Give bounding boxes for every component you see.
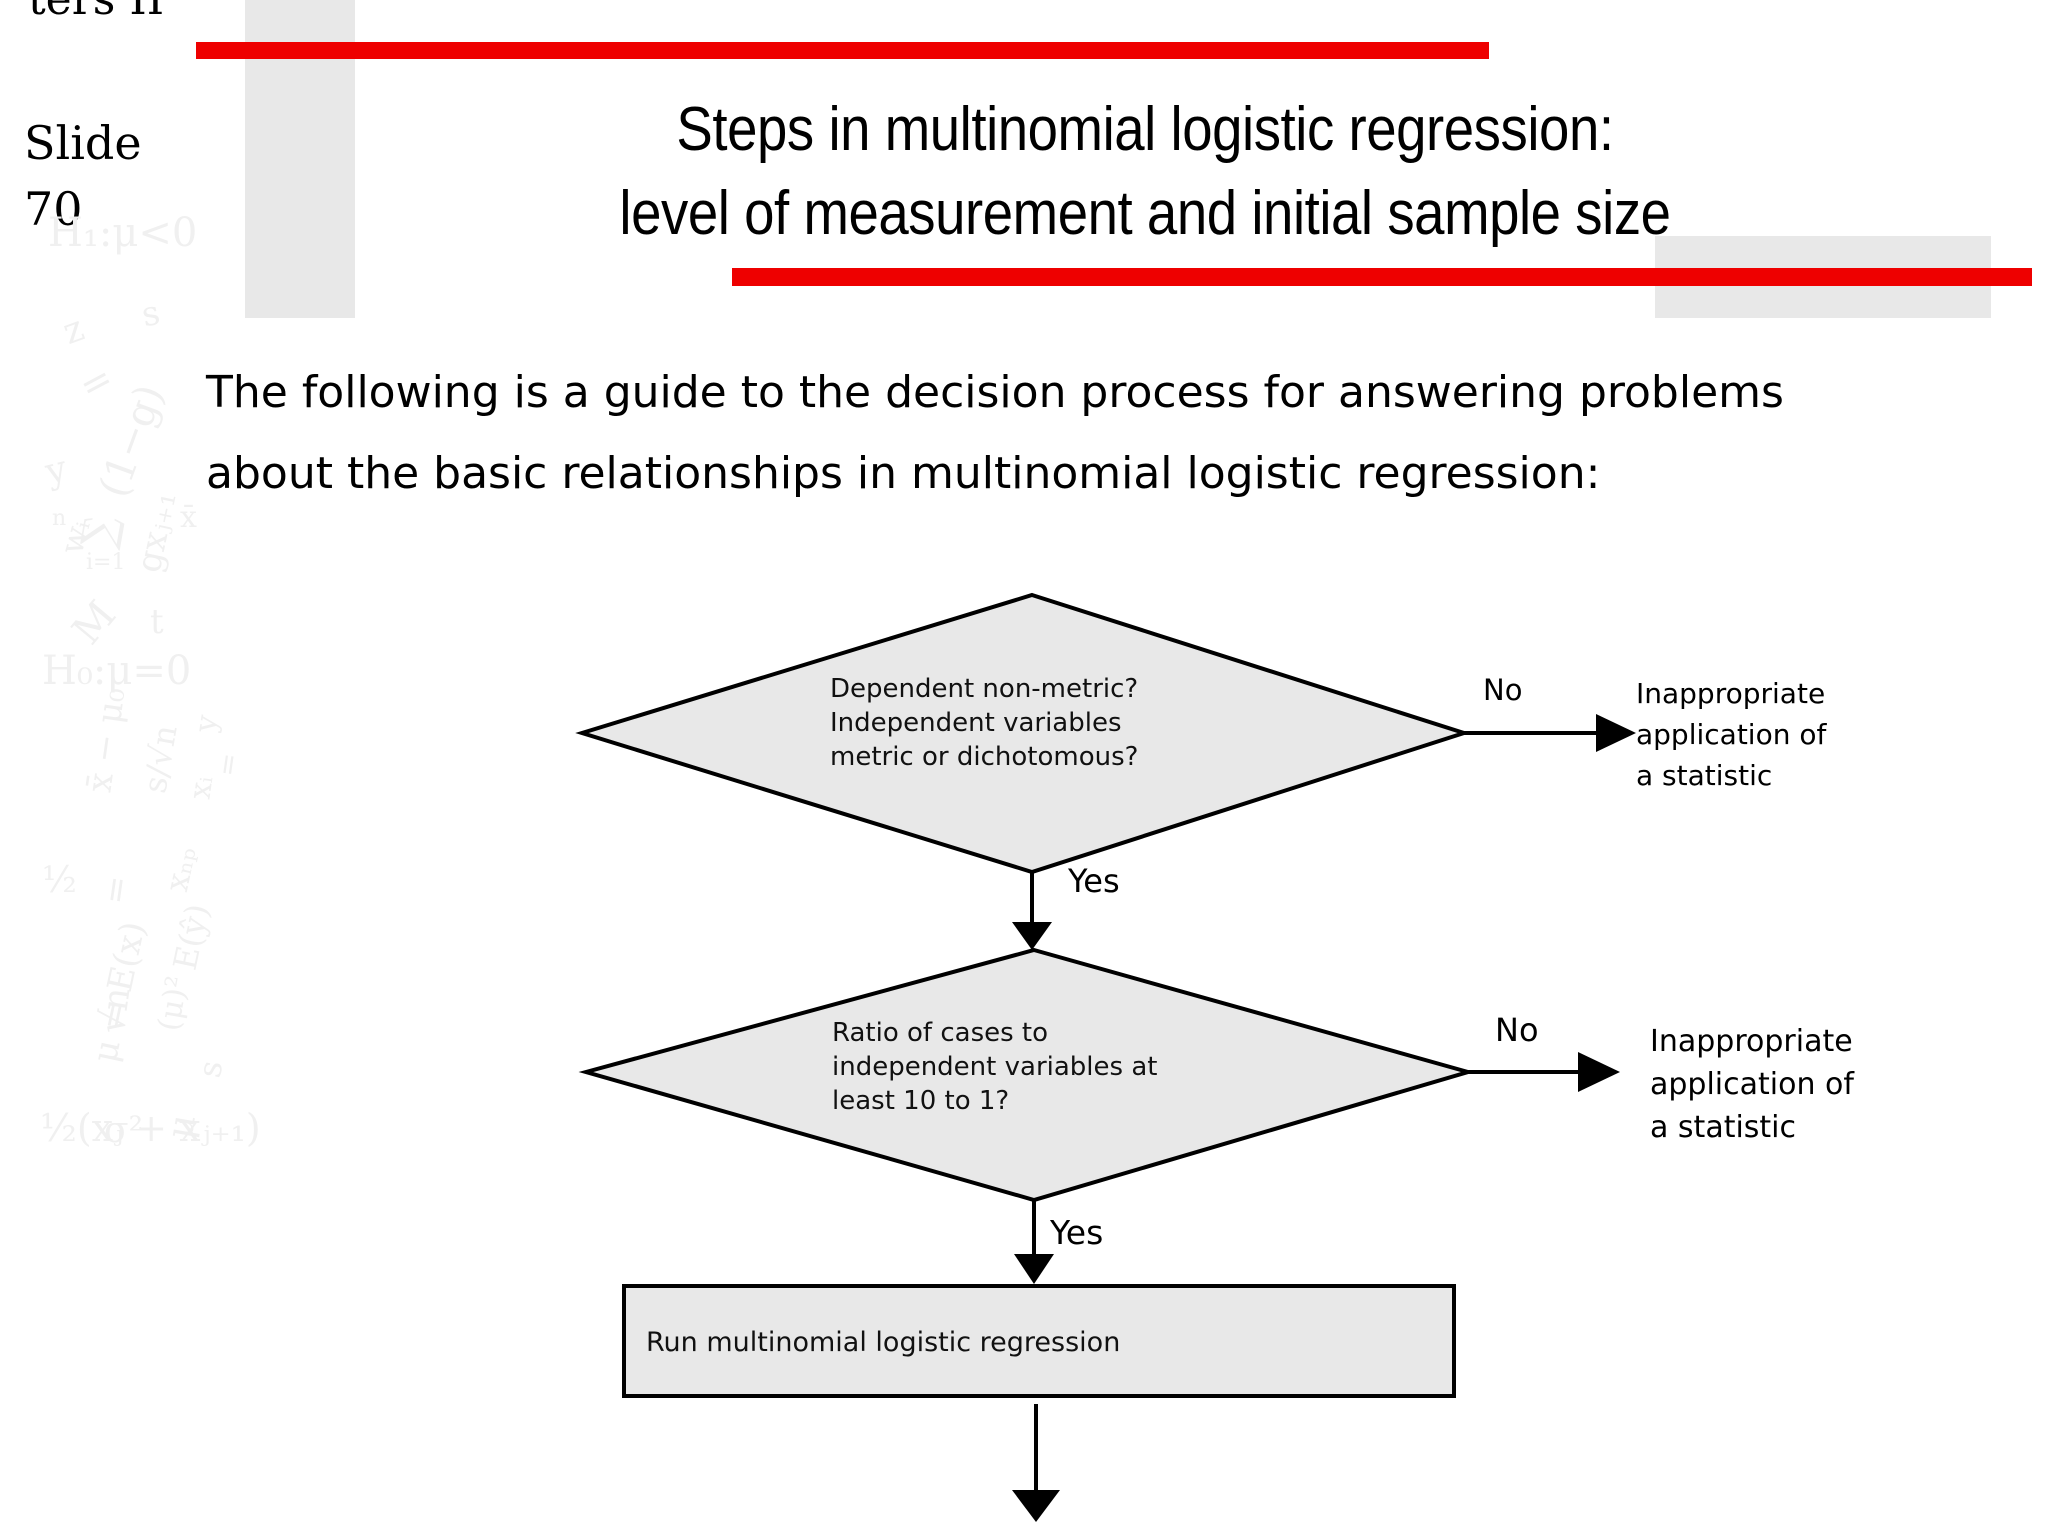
edge-yes-1-arrowhead [1012,922,1052,950]
decision-1-line3: metric or dichotomous? [830,742,1139,772]
outcome-2-line3: a statistic [1650,1110,1797,1145]
outcome-1-line2: application of [1636,718,1827,751]
decision-2-label: Ratio of cases to independent variables … [832,1016,1157,1118]
edge-no-2-arrowhead [1578,1052,1620,1092]
process-run-label: Run multinomial logistic regression [646,1327,1121,1358]
decision-2-line3: least 10 to 1? [832,1086,1010,1116]
slide-number: Slide 70 [24,110,194,242]
edge-no-1-arrowhead [1596,714,1636,752]
page-title: Steps in multinomial logistic regression… [401,88,1888,256]
edge-yes-2-arrowhead [1014,1254,1054,1284]
outcome-1-label: Inappropriate application of a statistic [1636,673,1826,796]
header-red-rule-bottom [732,268,2032,286]
page-title-line2: level of measurement and initial sample … [619,179,1671,248]
clipped-chapter-header: ters II [28,0,164,25]
decision-1-line1: Dependent non-metric? [830,674,1139,704]
decision-2-line1: Ratio of cases to [832,1018,1049,1048]
decision-1-label: Dependent non-metric? Independent variab… [830,672,1138,774]
decision-2-line2: independent variables at [832,1052,1158,1082]
process-run-shape[interactable] [622,1284,1456,1398]
outcome-1-line1: Inappropriate [1636,677,1826,710]
edge-label-no-1: No [1483,673,1523,707]
decision-1-line2: Independent variables [830,708,1122,738]
slide-number-line1: Slide [24,116,142,170]
edge-label-no-2: No [1495,1011,1539,1049]
edge-continue-arrowhead [1012,1490,1060,1522]
header-red-rule-top [196,42,1489,59]
outcome-1-line3: a statistic [1636,759,1773,792]
intro-paragraph: The following is a guide to the decision… [206,367,1784,499]
outcome-2-line1: Inappropriate [1650,1024,1853,1059]
outcome-2-label: Inappropriate application of a statistic [1650,1020,1854,1149]
edge-label-yes-2: Yes [1050,1213,1104,1252]
edge-label-yes-1: Yes [1068,862,1120,900]
slide-number-line2: 70 [24,182,83,236]
outcome-2-line2: application of [1650,1067,1854,1102]
page-title-line1: Steps in multinomial logistic regression… [676,95,1614,164]
